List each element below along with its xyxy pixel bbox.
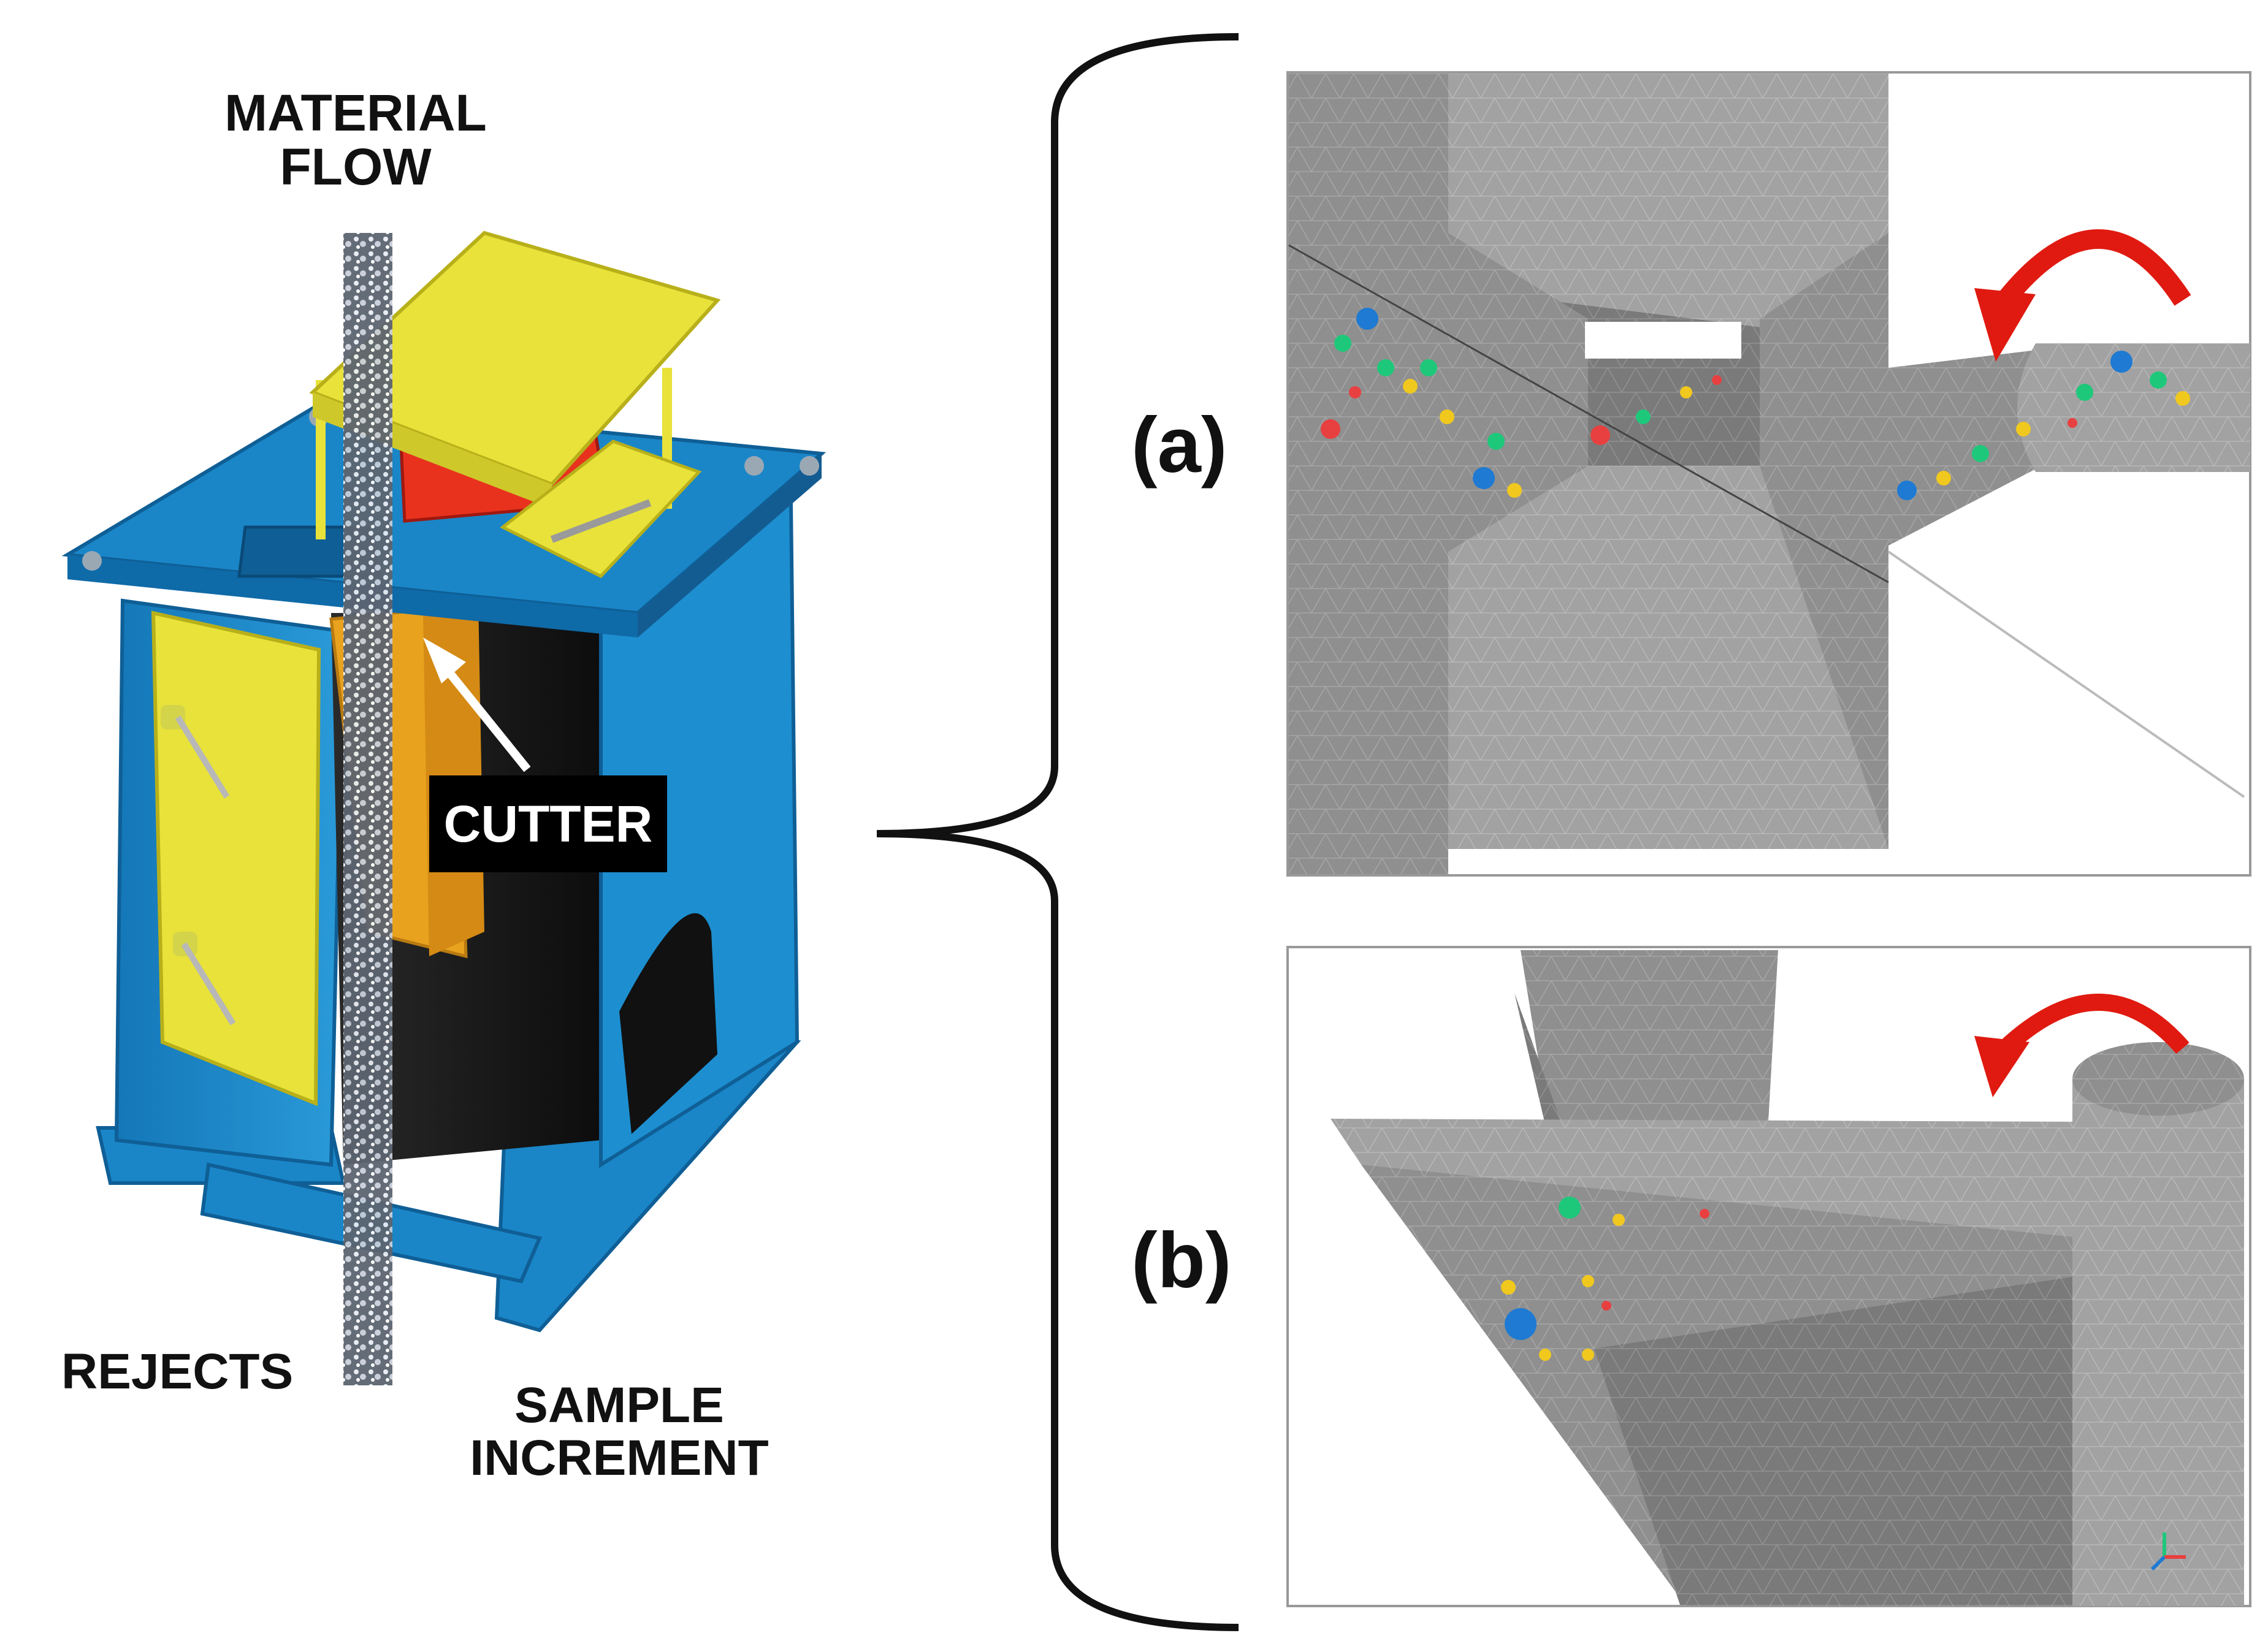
a-chute-bottom <box>1448 466 1888 849</box>
rejects-label: REJECTS <box>61 1344 294 1399</box>
cutter-pointer-arrow <box>435 656 531 772</box>
curly-brace <box>876 33 1239 1631</box>
b-cylinder-top <box>2072 1042 2244 1116</box>
a-diagonal-line <box>1288 244 1889 584</box>
a-particles <box>1321 308 2190 500</box>
panel-a <box>1286 71 2251 877</box>
sample-increment-label: SAMPLE INCREMENT <box>429 1379 809 1485</box>
a-cutter-arm <box>1888 349 2042 546</box>
a-left-column <box>1289 74 1448 874</box>
door-panel <box>151 611 321 1106</box>
a-chute-upper <box>1448 74 1888 343</box>
b-rotation-arrow <box>1999 994 2190 1055</box>
gearbox <box>500 440 702 579</box>
gearbox-lever <box>550 499 652 543</box>
bolt-4 <box>744 456 764 476</box>
material-flow-label: MATERIAL FLOW <box>184 86 527 194</box>
a-rotation-arrowhead <box>1974 288 2036 362</box>
material-flow-line2: FLOW <box>280 138 432 196</box>
sample-increment-line2: INCREMENT <box>470 1430 769 1486</box>
b-particles <box>1501 1197 1709 1361</box>
a-pivot-hub <box>2017 343 2250 472</box>
material-flow-line1: MATERIAL <box>224 84 487 142</box>
material-stream <box>343 233 392 1385</box>
panel-b <box>1286 946 2251 1607</box>
sampler-machine <box>61 230 827 1385</box>
a-chute-right-wall <box>1760 233 1888 849</box>
panel-a-label: (a) <box>1131 402 1228 489</box>
a-rotation-arrow <box>1997 229 2191 307</box>
door-handle-bottom <box>181 942 236 1026</box>
sample-increment-line1: SAMPLE <box>514 1377 724 1433</box>
b-rotation-arrowhead <box>1974 1036 2029 1097</box>
bolt-3 <box>800 456 819 476</box>
a-slot-opening <box>1585 322 1741 359</box>
panel-b-label: (b) <box>1131 1217 1232 1304</box>
cutter-pointer-arrowhead <box>423 638 466 683</box>
bolt-1 <box>82 551 102 571</box>
b-cylinder-body <box>2072 1079 2244 1606</box>
top-plate-right-edge <box>638 454 822 638</box>
axis-triad-icon <box>2150 1532 2186 1571</box>
door-handle-top <box>175 715 230 799</box>
b-tray-lower <box>1594 1275 2183 1605</box>
cutter-label: CUTTER <box>429 775 667 872</box>
side-opening <box>619 913 717 1134</box>
a-diagonal-guide <box>1887 550 2245 798</box>
